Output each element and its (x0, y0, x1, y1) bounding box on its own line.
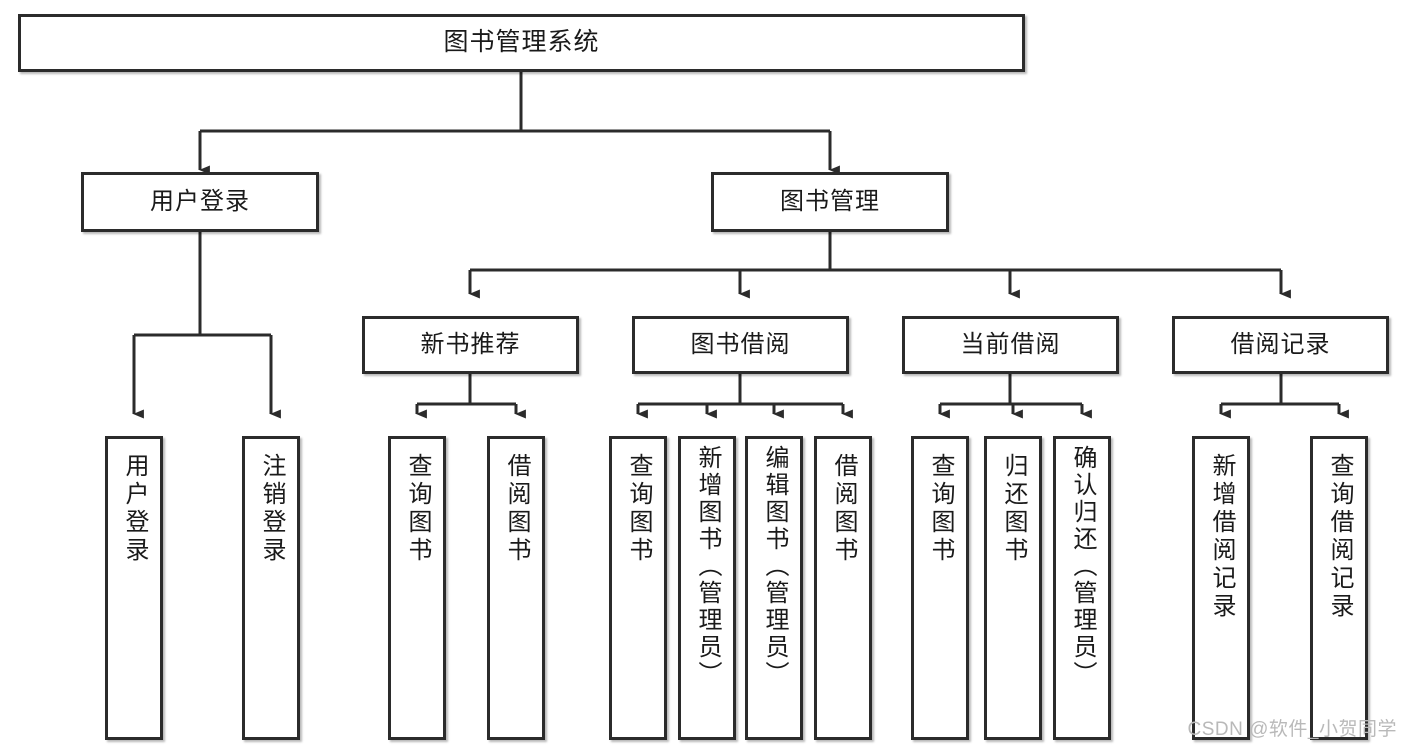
node-borrow-record[interactable]: 借阅记录 (1172, 316, 1389, 374)
node-leaf-confirm-return-admin-label: 确认归还（管理员） (1069, 445, 1096, 688)
node-leaf-edit-book-admin[interactable]: 编辑图书（管理员） (745, 436, 803, 740)
node-leaf-borrow-book-1[interactable]: 借阅图书 (487, 436, 545, 740)
node-leaf-add-borrow-record-label: 新增借阅记录 (1208, 453, 1235, 621)
node-new-book-recommend-label: 新书推荐 (420, 330, 521, 358)
node-leaf-add-borrow-record[interactable]: 新增借阅记录 (1192, 436, 1250, 740)
node-leaf-user-logout-label: 注销登录 (258, 453, 285, 565)
node-leaf-user-login-label: 用户登录 (121, 453, 148, 565)
node-borrow-record-label: 借阅记录 (1230, 330, 1331, 358)
node-leaf-borrow-book-1-label: 借阅图书 (503, 453, 530, 565)
node-leaf-borrow-book-2[interactable]: 借阅图书 (814, 436, 872, 740)
node-leaf-query-book-1[interactable]: 查询图书 (388, 436, 446, 740)
node-book-borrow-label: 图书借阅 (690, 330, 791, 358)
node-leaf-query-book-3-label: 查询图书 (927, 453, 954, 565)
node-leaf-query-book-1-label: 查询图书 (404, 453, 431, 565)
watermark: CSDN @软件_小贺同学 (1187, 719, 1397, 740)
node-root[interactable]: 图书管理系统 (18, 14, 1025, 72)
node-leaf-user-login[interactable]: 用户登录 (105, 436, 163, 740)
node-book-manage-label: 图书管理 (780, 187, 880, 215)
node-user-login[interactable]: 用户登录 (81, 172, 319, 232)
node-leaf-edit-book-admin-label: 编辑图书（管理员） (761, 445, 788, 688)
node-leaf-add-book-admin-label: 新增图书（管理员） (694, 445, 721, 688)
node-leaf-add-book-admin[interactable]: 新增图书（管理员） (678, 436, 736, 740)
node-leaf-query-borrow-record-label: 查询借阅记录 (1326, 453, 1353, 621)
node-book-borrow[interactable]: 图书借阅 (632, 316, 849, 374)
node-leaf-confirm-return-admin[interactable]: 确认归还（管理员） (1053, 436, 1111, 740)
node-leaf-return-book-label: 归还图书 (1000, 453, 1027, 565)
node-leaf-query-borrow-record[interactable]: 查询借阅记录 (1310, 436, 1368, 740)
node-leaf-query-book-3[interactable]: 查询图书 (911, 436, 969, 740)
node-leaf-return-book[interactable]: 归还图书 (984, 436, 1042, 740)
node-leaf-borrow-book-2-label: 借阅图书 (830, 453, 857, 565)
node-current-borrow-label: 当前借阅 (960, 330, 1061, 358)
node-root-label: 图书管理系统 (443, 28, 600, 57)
node-current-borrow[interactable]: 当前借阅 (902, 316, 1119, 374)
node-book-manage[interactable]: 图书管理 (711, 172, 949, 232)
node-leaf-query-book-2[interactable]: 查询图书 (609, 436, 667, 740)
node-user-login-label: 用户登录 (150, 187, 250, 215)
node-leaf-user-logout[interactable]: 注销登录 (242, 436, 300, 740)
node-leaf-query-book-2-label: 查询图书 (625, 453, 652, 565)
node-new-book-recommend[interactable]: 新书推荐 (362, 316, 579, 374)
